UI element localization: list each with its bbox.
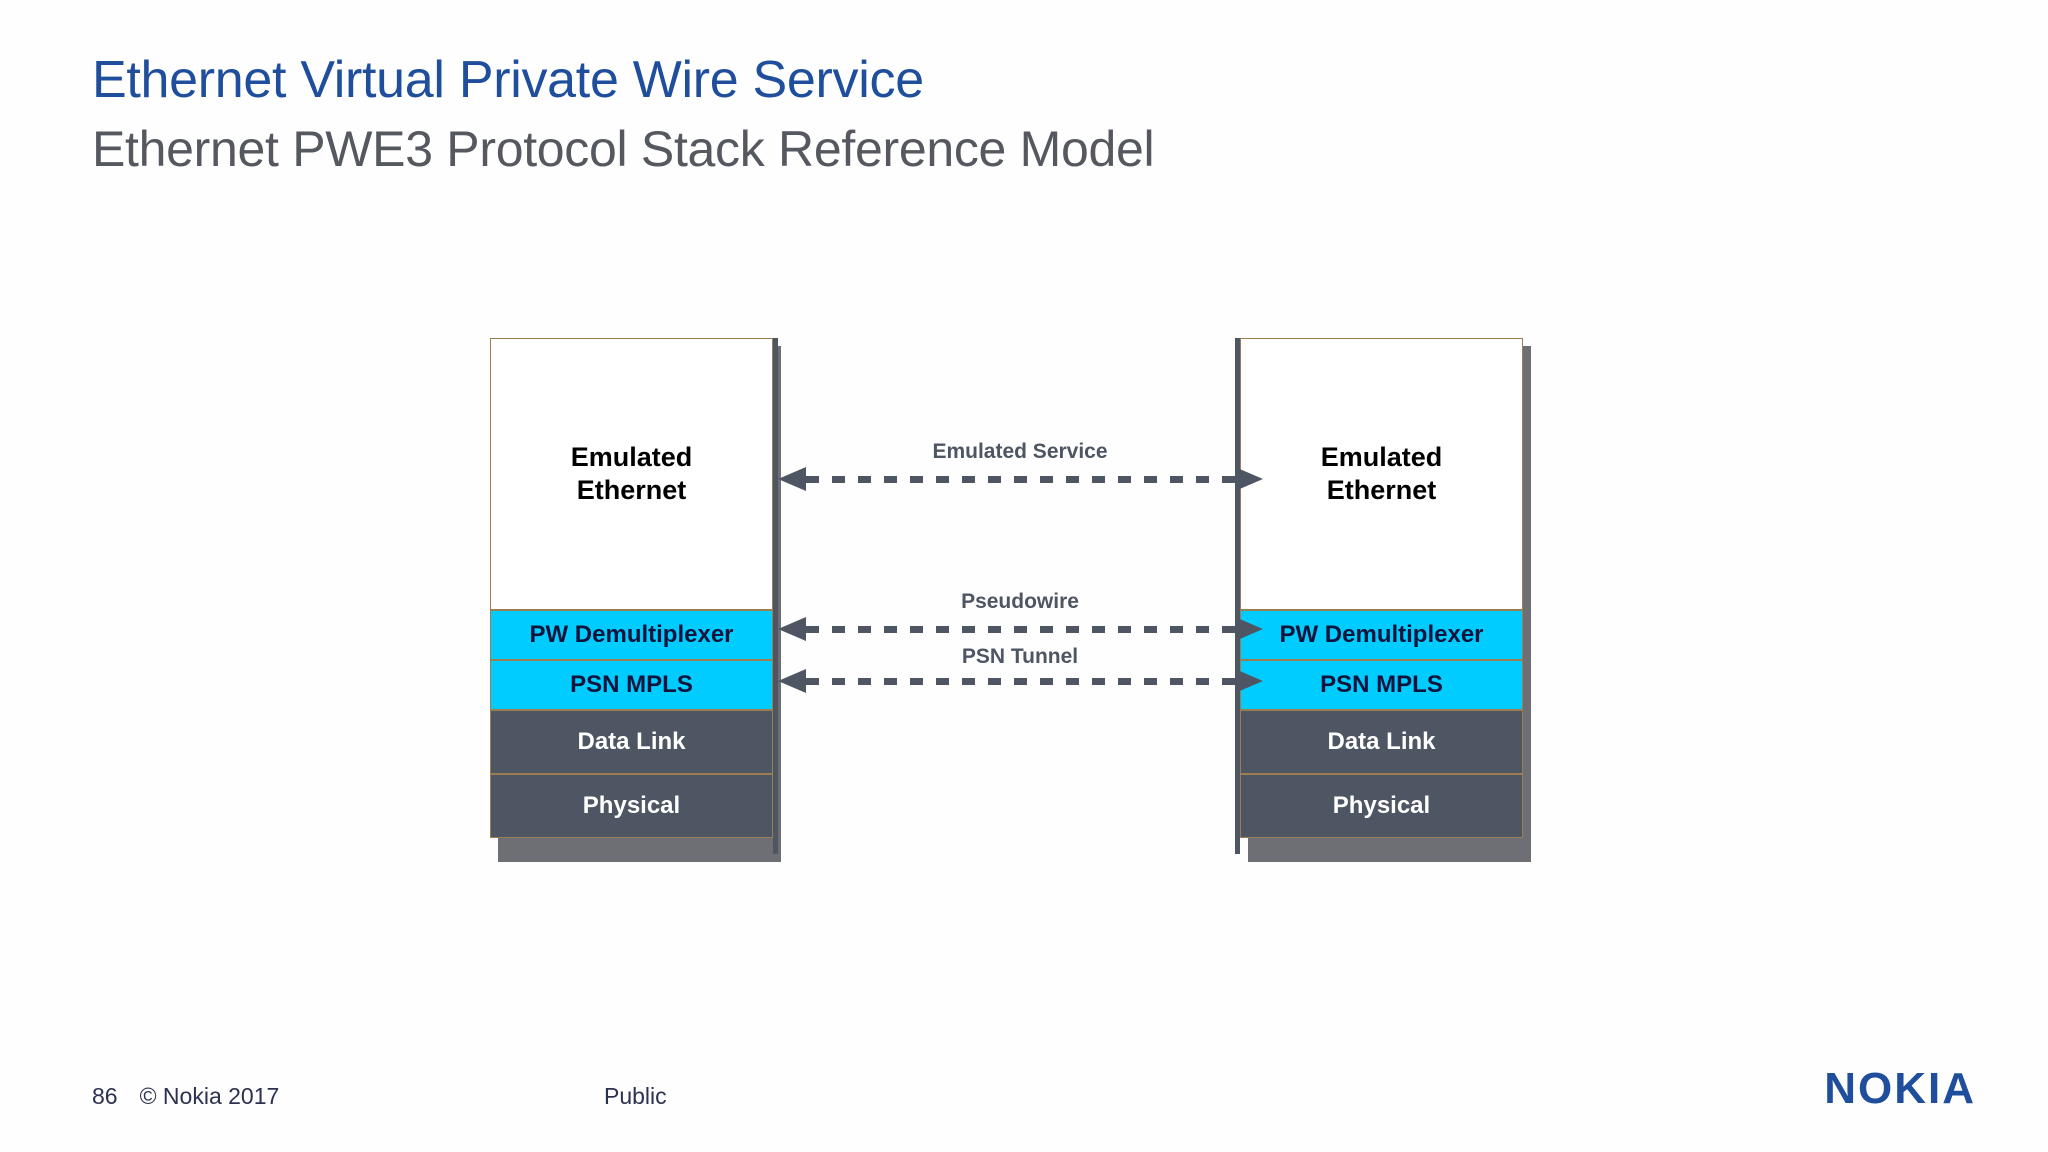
- left-protocol-stack: Emulated Ethernet PW Demultiplexer PSN M…: [490, 338, 781, 862]
- layer-emulated-ethernet-left: Emulated Ethernet: [490, 338, 773, 610]
- right-protocol-stack: Emulated Ethernet PW Demultiplexer PSN M…: [1235, 338, 1531, 862]
- right-stack-layers: Emulated Ethernet PW Demultiplexer PSN M…: [1240, 338, 1523, 838]
- layer-label-line1: Emulated: [1320, 442, 1443, 473]
- layer-psn-mpls-right: PSN MPLS: [1240, 660, 1523, 710]
- layer-pw-demultiplexer-right: PW Demultiplexer: [1240, 610, 1523, 660]
- connector-emulated-service: [778, 467, 1263, 491]
- layer-physical-left: Physical: [490, 774, 773, 838]
- connector-dotted-line: [806, 626, 1235, 633]
- page-number: 86: [92, 1083, 118, 1109]
- layer-data-link-right: Data Link: [1240, 710, 1523, 774]
- layer-emulated-ethernet-right: Emulated Ethernet: [1240, 338, 1523, 610]
- layer-psn-mpls-left: PSN MPLS: [490, 660, 773, 710]
- layer-label-line2: Ethernet: [1326, 475, 1437, 505]
- layer-label-line2: Ethernet: [576, 475, 687, 505]
- connector-label-pseudowire: Pseudowire: [961, 590, 1079, 613]
- connector-psn-tunnel: [778, 669, 1263, 693]
- right-stack-edge-bar: [1235, 338, 1240, 854]
- nokia-logo: NOKIA: [1824, 1064, 1976, 1113]
- arrow-head-left-icon: [778, 617, 806, 641]
- slide-footer: 86 © Nokia 2017 Public NOKIA: [0, 1042, 2048, 1152]
- connector-label-emulated-service: Emulated Service: [932, 440, 1108, 463]
- title-block: Ethernet Virtual Private Wire Service Et…: [92, 51, 1155, 178]
- layer-data-link-left: Data Link: [490, 710, 773, 774]
- layer-pw-demultiplexer-left: PW Demultiplexer: [490, 610, 773, 660]
- layer-label-line1: Emulated: [570, 442, 693, 473]
- connector-dotted-line: [806, 476, 1235, 483]
- footer-left-group: 86 © Nokia 2017: [92, 1083, 279, 1110]
- connector-pseudowire: [778, 617, 1263, 641]
- left-stack-layers: Emulated Ethernet PW Demultiplexer PSN M…: [490, 338, 773, 838]
- arrow-head-left-icon: [778, 467, 806, 491]
- connector-dotted-line: [806, 678, 1235, 685]
- copyright-text: © Nokia 2017: [139, 1083, 280, 1109]
- classification-label: Public: [604, 1083, 667, 1109]
- connector-label-psn-tunnel: PSN Tunnel: [961, 645, 1079, 668]
- page-title: Ethernet Virtual Private Wire Service: [92, 51, 924, 109]
- page-subtitle: Ethernet PWE3 Protocol Stack Reference M…: [92, 121, 1155, 178]
- left-stack-edge-bar: [773, 338, 778, 854]
- arrow-head-left-icon: [778, 669, 806, 693]
- layer-physical-right: Physical: [1240, 774, 1523, 838]
